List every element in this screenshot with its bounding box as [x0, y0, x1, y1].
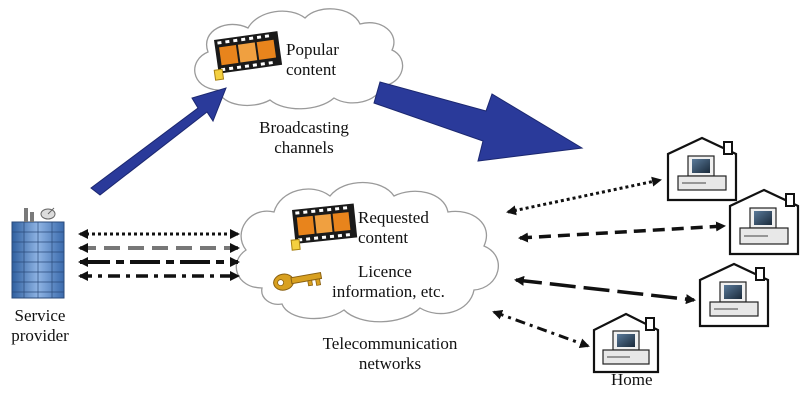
- film-strip-icon: [290, 203, 358, 251]
- home-label: Home: [611, 370, 653, 389]
- provider-links: [78, 229, 240, 281]
- licence-line2: information, etc.: [332, 282, 445, 301]
- telecommunication-networks-label: Telecommunication networks: [310, 334, 470, 374]
- home-computer-icon: [592, 312, 660, 374]
- telecom-line2: networks: [358, 354, 422, 373]
- requested-line1: Requested: [358, 208, 429, 227]
- licence-line1: Licence: [358, 262, 412, 281]
- service-line1: Service: [14, 306, 66, 325]
- key-icon: [273, 271, 323, 291]
- home-computer-icon: [698, 262, 770, 328]
- broadcasting-channels-label: Broadcasting channels: [248, 118, 360, 158]
- broadcast-arrow-down: [373, 81, 584, 162]
- popular-content-label: Popular content: [286, 40, 339, 80]
- home-computer-icon: [728, 188, 800, 256]
- requested-line2: content: [358, 228, 409, 247]
- service-line2: provider: [11, 326, 69, 345]
- film-strip-icon: [213, 31, 283, 81]
- service-provider-label: Service provider: [0, 306, 80, 346]
- licence-information-label: Licence information, etc.: [332, 262, 445, 302]
- broadcasting-line2: channels: [274, 138, 334, 157]
- broadcasting-line1: Broadcasting: [259, 118, 349, 137]
- home-links: [492, 176, 726, 348]
- home-computer-icon: [666, 136, 738, 202]
- broadcast-arrow-up: [90, 87, 227, 196]
- popular-content-line1: Popular: [286, 40, 339, 59]
- office-building-icon: [11, 207, 65, 299]
- telecom-line1: Telecommunication: [322, 334, 458, 353]
- requested-content-label: Requested content: [358, 208, 429, 248]
- broadcast-cloud: [194, 8, 404, 110]
- popular-content-line2: content: [286, 60, 337, 79]
